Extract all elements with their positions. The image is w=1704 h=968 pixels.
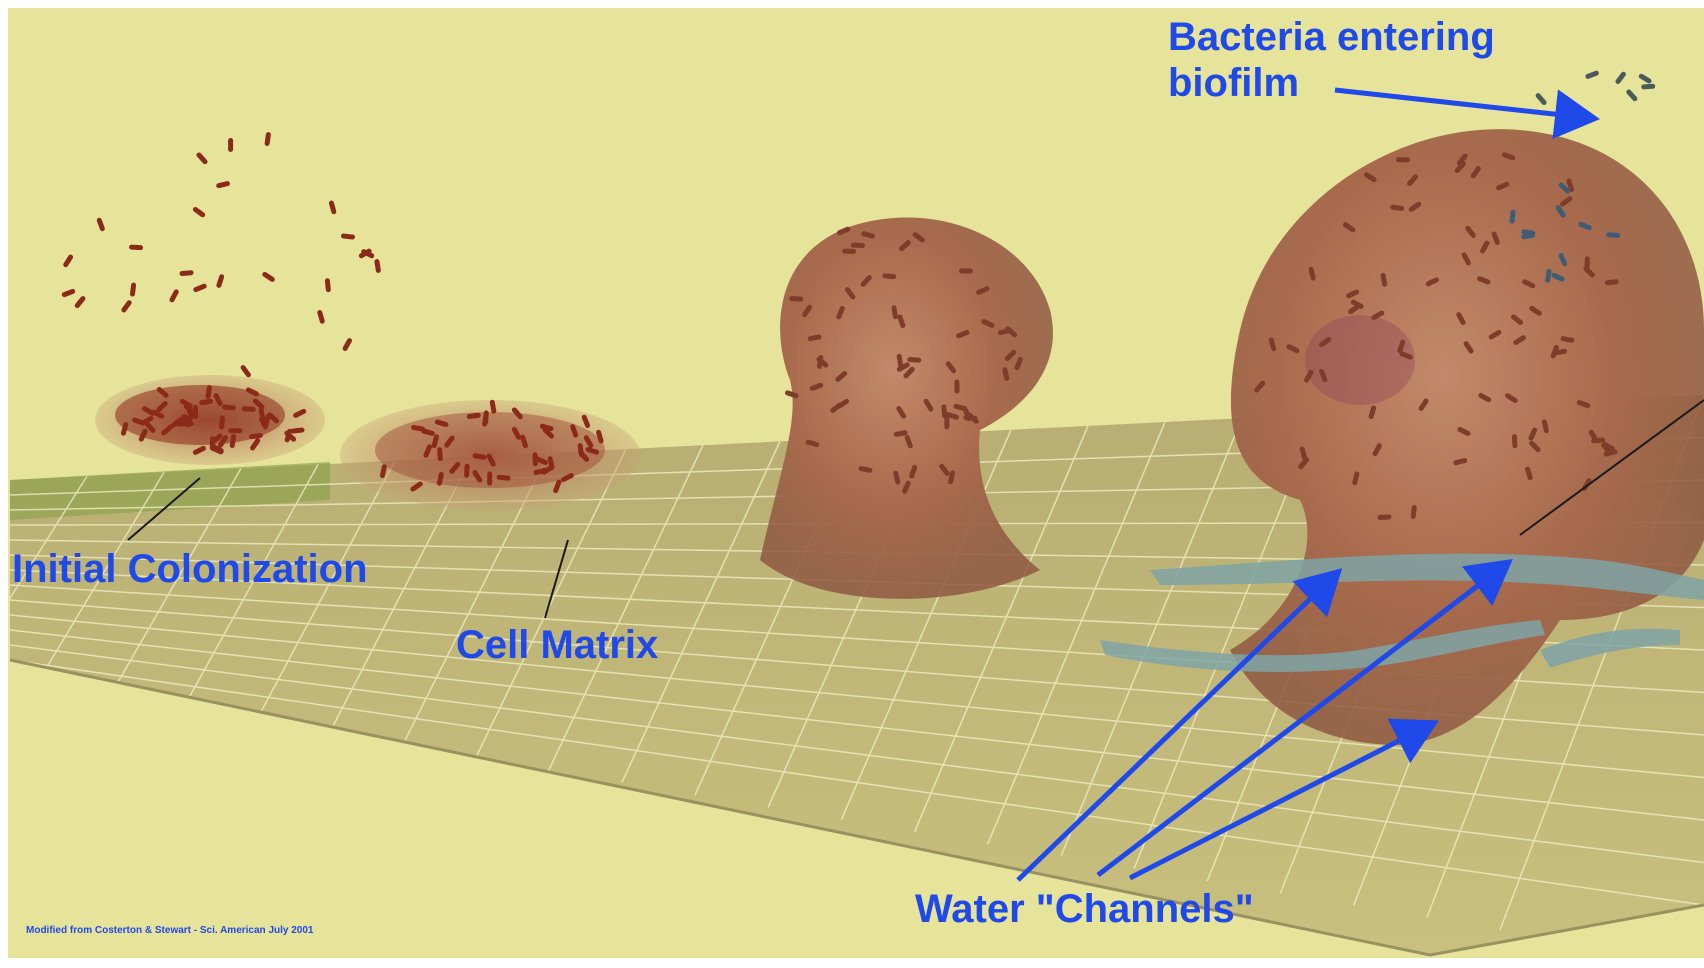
bacterium-icon (954, 379, 959, 393)
bacterium-icon (228, 138, 233, 152)
bacterium-icon (789, 296, 803, 302)
bacterium-icon (1396, 157, 1410, 162)
bacterium-icon (242, 406, 256, 412)
bacterium-icon (487, 471, 492, 485)
initial-colonization-label: Initial Colonization (12, 546, 368, 592)
bacterium-icon (907, 357, 921, 363)
bacterium-icon (1641, 84, 1655, 90)
bacterium-icon (1377, 514, 1391, 520)
bacterium-icon (437, 447, 443, 461)
credit-line: Modified from Costerton & Stewart - Sci.… (26, 925, 313, 937)
bacterium-icon (228, 428, 242, 433)
water-channels-label: Water "Channels" (915, 886, 1254, 932)
bacterium-icon (1584, 256, 1589, 270)
bacteria-entering-line2: biofilm (1168, 60, 1495, 106)
bacterium-icon (464, 464, 470, 478)
cell-matrix-label: Cell Matrix (456, 622, 658, 668)
bacterium-icon (842, 249, 856, 254)
bacteria-entering-label: Bacteria entering biofilm (1168, 14, 1495, 106)
bacterium-icon (944, 415, 949, 429)
mushroom-cluster-middle (760, 218, 1053, 599)
bacterium-icon (483, 410, 489, 424)
bacterium-icon (959, 268, 973, 273)
bacterium-icon (1606, 232, 1620, 238)
bacterium-icon (1512, 434, 1518, 448)
bacterium-icon (851, 243, 865, 248)
bacteria-entering-line1: Bacteria entering (1168, 14, 1495, 60)
bacterium-icon (129, 245, 143, 251)
